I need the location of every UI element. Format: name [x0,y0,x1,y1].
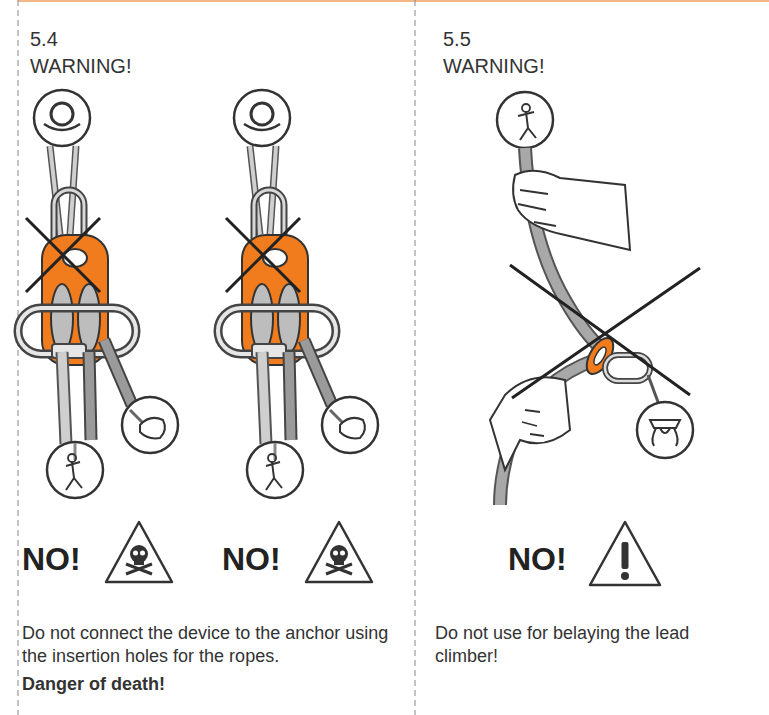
no-sign-label: NO! [508,538,567,580]
section-number: 5.4 [30,26,58,52]
no-sign-label: NO! [222,538,281,580]
danger-note: Danger of death! [22,673,410,696]
no-sign-label: NO! [22,538,81,580]
warning-text: Do not connect the device to the anchor … [22,622,410,668]
warning-heading: WARNING! [30,53,131,79]
section-number: 5.5 [443,26,471,52]
warning-text: Do not use for belaying the lead climber… [435,622,740,668]
warning-heading: WARNING! [443,53,544,79]
